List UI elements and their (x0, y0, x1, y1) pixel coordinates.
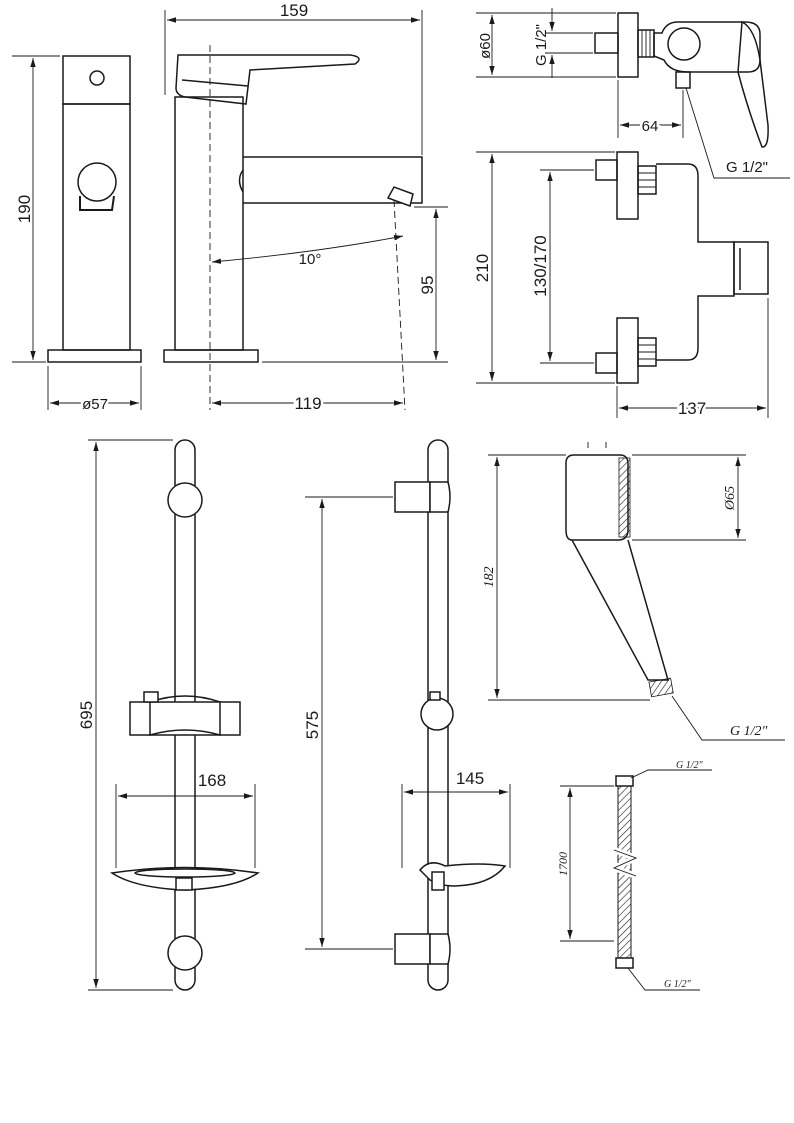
dish-clamp (175, 877, 193, 891)
side-view-lever (175, 54, 360, 105)
valve-depth-label: 64 (642, 118, 659, 135)
spout-angle-arc (211, 235, 404, 264)
valve-height-label: 210 (473, 254, 492, 282)
hose-bottom-leader (627, 967, 700, 991)
handle-thread (648, 677, 674, 698)
outlet-leader-line (685, 87, 790, 179)
hose-length-label: 1700 (556, 852, 570, 876)
outlet-nipple (675, 71, 691, 89)
upper-wall-bracket (167, 482, 203, 518)
base-diameter-label: ø57 (82, 396, 108, 413)
spout-height-label: 95 (418, 276, 437, 295)
sliding-rail-front-view: 695 168 (77, 439, 261, 991)
dish-width-label: 168 (198, 771, 226, 790)
holder-button-side (429, 691, 441, 701)
shower-handle (571, 539, 669, 681)
valve-width-label: 137 (678, 399, 706, 418)
front-lever-handle (733, 241, 769, 295)
basin-mixer-handle-block (62, 55, 131, 105)
shower-valve-side-view: ø60 G 1/2" 64 G 1/2" (476, 8, 790, 179)
reach-label: 119 (294, 394, 321, 413)
handle-indicator-dot (89, 70, 105, 86)
hose-bottom-thread-label: G 1/2" (664, 979, 692, 990)
sliding-rail-side-view: 575 145 (303, 439, 511, 991)
valve-body-side (653, 21, 761, 73)
valve-body-front (656, 163, 735, 361)
aerator-tip (79, 195, 115, 211)
inlet-nipple (594, 32, 619, 54)
side-view-aerator (386, 186, 414, 207)
side-view-base (163, 349, 259, 363)
lower-flange (616, 317, 639, 384)
holder-knob-side (420, 697, 454, 731)
upper-flange (616, 151, 639, 220)
hose-top-leader (630, 769, 712, 779)
basin-mixer-side-view: 159 10° 95 119 (163, 1, 448, 416)
holder-button (143, 691, 159, 703)
lower-wall-bracket (167, 935, 203, 971)
spray-face (618, 457, 631, 538)
wall-flange (617, 12, 639, 78)
hand-thread-leader (671, 695, 785, 741)
dish-depth-label: 145 (456, 769, 484, 788)
hand-thread-label: G 1/2" (730, 724, 768, 739)
sliding-holder (129, 701, 241, 736)
basin-width-label: 159 (280, 1, 308, 20)
hose-top-thread-label: G 1/2" (676, 760, 704, 771)
side-lever-handle (737, 20, 769, 148)
basin-mixer-base (47, 349, 142, 363)
shower-valve-front-view: 210 130/170 137 (473, 151, 769, 421)
side-view-spout (243, 156, 423, 204)
head-diameter-label: Ø65 (723, 486, 738, 511)
valve-cartridge-circle (667, 27, 701, 61)
fixing-distance-label: 575 (303, 711, 322, 739)
hand-shower-view: 182 Ø65 G 1/2" (482, 442, 785, 741)
spout-axis-line (393, 199, 406, 411)
upper-bracket-side (394, 481, 431, 513)
lower-bracket-side (394, 933, 431, 965)
basin-height-label: 190 (15, 195, 34, 223)
hose-break-mark (612, 849, 638, 877)
spout-angle-label: 10° (299, 251, 322, 268)
basin-mixer-body (62, 103, 131, 351)
hose-bottom-nut (615, 957, 634, 969)
shower-hose-view: 1700 G 1/2" G 1/2" (556, 760, 712, 991)
inlet-thread-label: G 1/2" (533, 24, 550, 66)
aerator-outlet (77, 162, 117, 202)
basin-mixer-front-view: 190 ø57 (12, 55, 142, 416)
lower-inlet-nipple (595, 352, 618, 374)
outlet-thread-label: G 1/2" (726, 159, 768, 176)
center-distance-label: 130/170 (531, 235, 550, 296)
flange-diameter-label: ø60 (477, 33, 494, 59)
hose-top-nut (615, 775, 634, 787)
rail-length-label: 695 (77, 701, 96, 729)
upper-inlet-nipple (595, 159, 618, 181)
hand-shower-length-label: 182 (482, 567, 497, 588)
side-view-body (174, 96, 244, 351)
